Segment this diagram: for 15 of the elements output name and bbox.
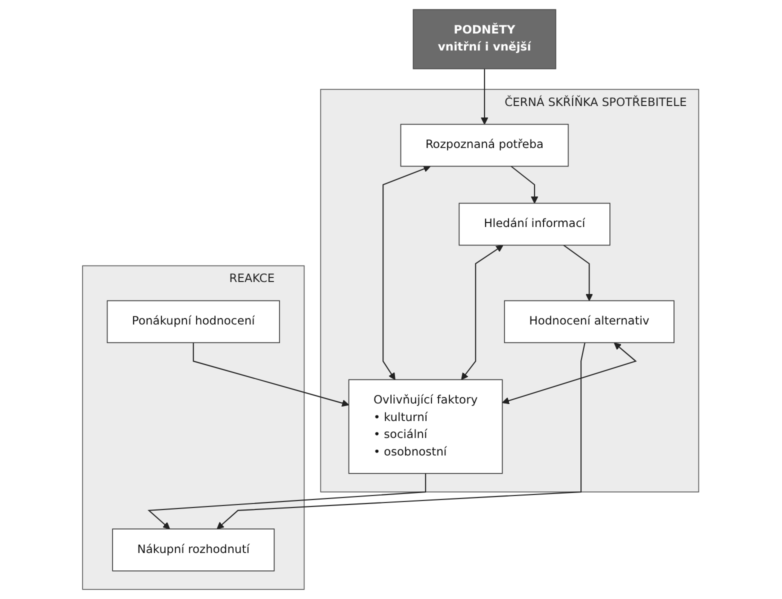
arrow bbox=[217, 342, 586, 530]
arrow bbox=[382, 165, 431, 380]
arrow bbox=[564, 244, 594, 302]
arrow bbox=[461, 245, 504, 380]
node-box: Rozpoznaná potřeba bbox=[400, 124, 570, 167]
arrow bbox=[511, 166, 538, 204]
node-box: Ponákupní hodnocení bbox=[107, 300, 280, 344]
arrow bbox=[148, 473, 426, 530]
node-box: Hodnocení alternativ bbox=[504, 300, 675, 344]
node-box: Hledání informací bbox=[459, 202, 611, 246]
node-box: Nákupní rozhodnutí bbox=[112, 528, 275, 572]
arrow bbox=[193, 342, 350, 407]
arrow bbox=[502, 342, 638, 404]
arrow bbox=[481, 68, 488, 125]
node-box: Ovlivňující faktory • kulturní • sociální • osobnostní bbox=[348, 379, 504, 474]
